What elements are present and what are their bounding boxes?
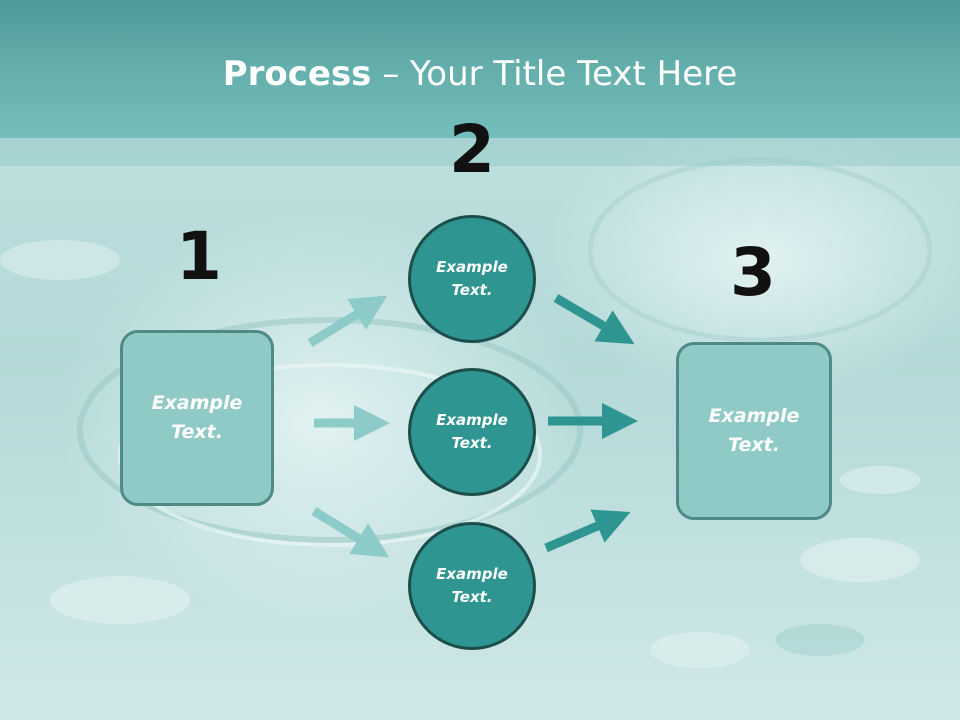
step-2-circle-middle: Example Text. bbox=[408, 368, 536, 496]
step-1-text: Example Text. bbox=[151, 392, 243, 443]
step-3-number: 3 bbox=[730, 234, 776, 311]
step-2-number: 2 bbox=[449, 111, 495, 188]
arrow-step1-to-top bbox=[307, 295, 388, 347]
step-3-box: Example Text. bbox=[676, 342, 832, 520]
step-3-text: Example Text. bbox=[708, 405, 800, 456]
slide-title-bold: Process bbox=[222, 54, 372, 94]
title-bar bbox=[0, 0, 960, 138]
arrow-bottom-to-step3 bbox=[544, 509, 631, 553]
step-2-circle-top-text: Example Text. bbox=[436, 258, 508, 299]
step-2-circle-middle-text: Example Text. bbox=[436, 411, 508, 452]
title-bar-strip bbox=[0, 138, 960, 166]
slide-title: Process – Your Title Text Here bbox=[0, 52, 960, 96]
arrow-top-to-step3 bbox=[553, 294, 635, 345]
slide-title-rest: – Your Title Text Here bbox=[371, 54, 738, 94]
arrow-step1-to-bottom bbox=[311, 507, 390, 558]
step-1-number: 1 bbox=[176, 218, 222, 295]
step-1-box: Example Text. bbox=[120, 330, 274, 506]
step-2-circle-top: Example Text. bbox=[408, 215, 536, 343]
step-2-circle-bottom: Example Text. bbox=[408, 522, 536, 650]
step-2-circle-bottom-text: Example Text. bbox=[436, 565, 508, 606]
